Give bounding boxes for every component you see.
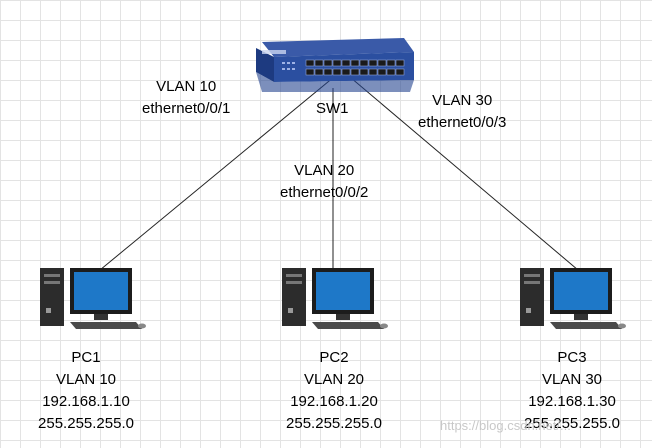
pc1-computer-icon	[40, 268, 146, 329]
pc3-computer-icon	[520, 268, 626, 329]
link-vlan: VLAN 10	[156, 78, 217, 95]
link-vlan: VLAN 20	[294, 162, 355, 179]
pc-name: PC3	[557, 349, 587, 366]
pc-vlan: VLAN 30	[541, 371, 603, 388]
switch-name: SW1	[316, 98, 349, 120]
pc-name: PC1	[71, 349, 101, 366]
pc2-label: PC2 VLAN 20 192.168.1.20 255.255.255.0	[274, 347, 394, 435]
pc-ip: 192.168.1.30	[528, 393, 616, 410]
pc-mask: 255.255.255.0	[38, 415, 134, 432]
link-port: ethernet0/0/2	[280, 184, 369, 201]
link-label-3: VLAN 30 ethernet0/0/3	[418, 90, 506, 134]
pc-mask: 255.255.255.0	[524, 415, 620, 432]
link-port: ethernet0/0/1	[142, 100, 231, 117]
pc1-label: PC1 VLAN 10 192.168.1.10 255.255.255.0	[26, 347, 146, 435]
pc-vlan: VLAN 20	[303, 371, 365, 388]
link-label-2: VLAN 20 ethernet0/0/2	[280, 160, 368, 204]
pc-mask: 255.255.255.0	[286, 415, 382, 432]
switch-name-text: SW1	[316, 100, 349, 117]
watermark-text: https://blog.csdn.net/...	[440, 418, 571, 433]
link-label-1: VLAN 10 ethernet0/0/1	[142, 76, 230, 120]
switch-icon	[256, 38, 414, 92]
pc2-computer-icon	[282, 268, 388, 329]
pc-name: PC2	[319, 349, 349, 366]
link-pc1	[99, 71, 341, 271]
pc-vlan: VLAN 10	[55, 371, 117, 388]
link-port: ethernet0/0/3	[418, 114, 507, 131]
link-pc3	[343, 71, 579, 271]
pc-ip: 192.168.1.20	[290, 393, 378, 410]
link-vlan: VLAN 30	[432, 92, 493, 109]
pc3-label: PC3 VLAN 30 192.168.1.30 255.255.255.0	[512, 347, 632, 435]
pc-ip: 192.168.1.10	[42, 393, 130, 410]
